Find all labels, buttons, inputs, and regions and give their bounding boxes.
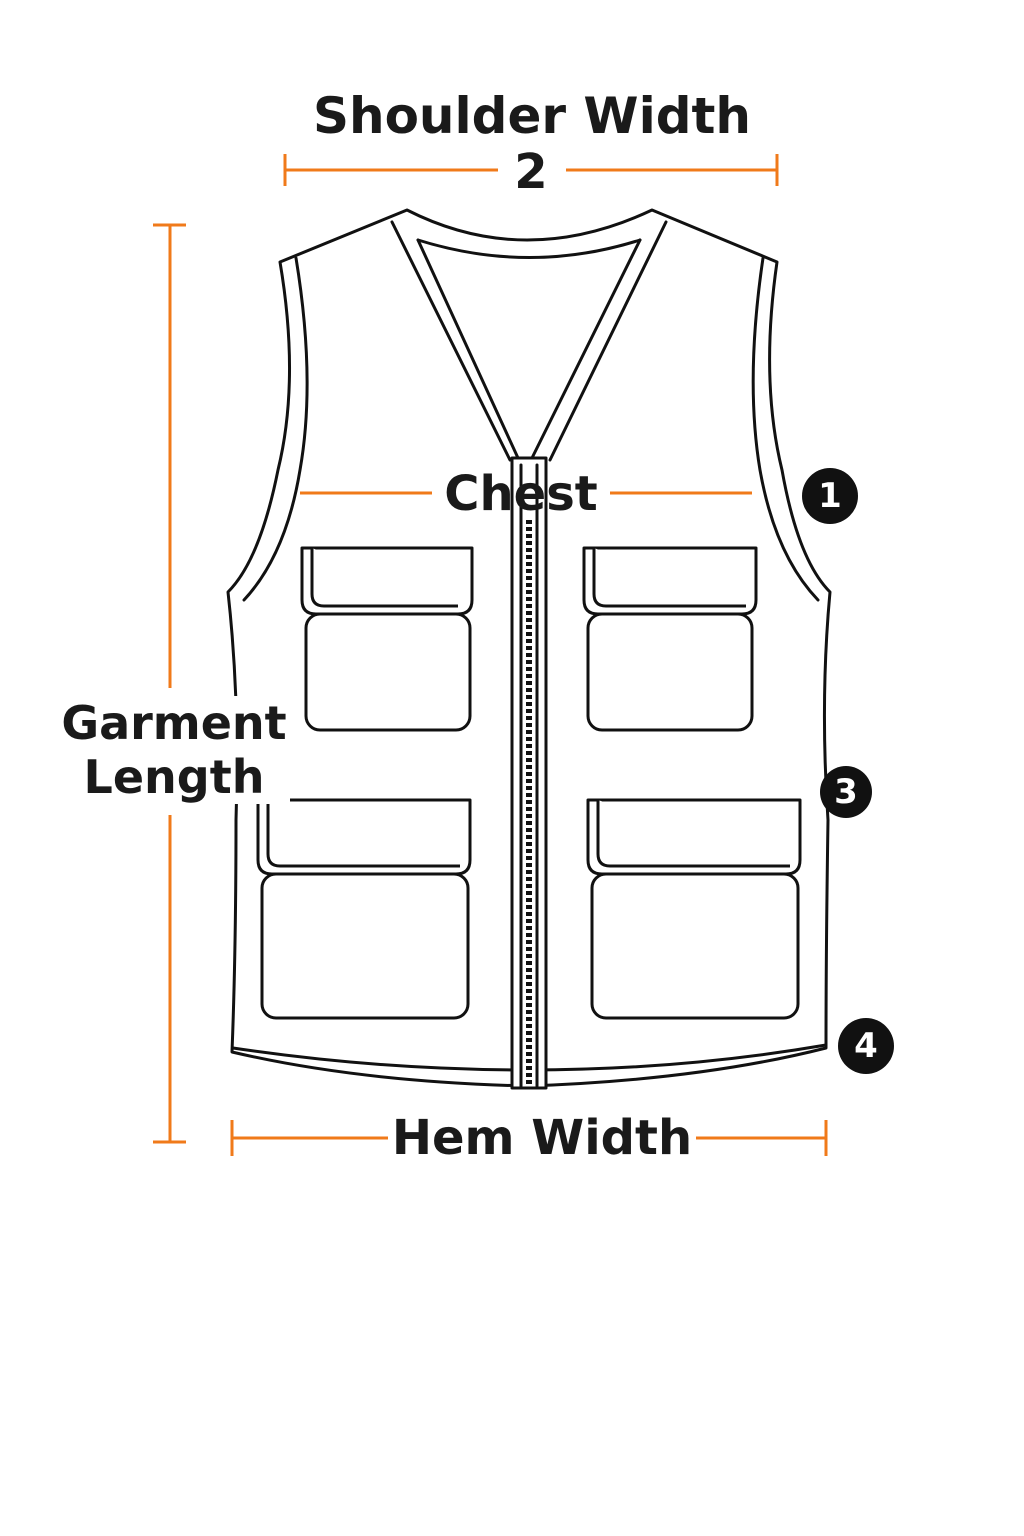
hem-width-line: [230, 1120, 828, 1156]
badge-3: 3: [820, 766, 872, 818]
pocket-upper-right: [582, 546, 758, 732]
garment-length-line: [153, 223, 186, 1144]
badge-1: 1: [802, 468, 858, 524]
shoulder-width-number: 2: [500, 144, 562, 200]
pocket-lower-left: [256, 798, 472, 1020]
pockets: [256, 546, 802, 1020]
chest-label: Chest: [444, 466, 598, 522]
pocket-lower-right: [586, 798, 802, 1020]
shoulder-width-label: Shoulder Width: [312, 87, 752, 145]
dimension-lines: [153, 154, 828, 1156]
garment-length-label: Garment Length: [58, 696, 290, 804]
badge-4: 4: [838, 1018, 894, 1074]
hem-width-label: Hem Width: [390, 1110, 694, 1166]
shoulder-width-line: [283, 154, 779, 186]
pocket-upper-left: [300, 546, 474, 732]
